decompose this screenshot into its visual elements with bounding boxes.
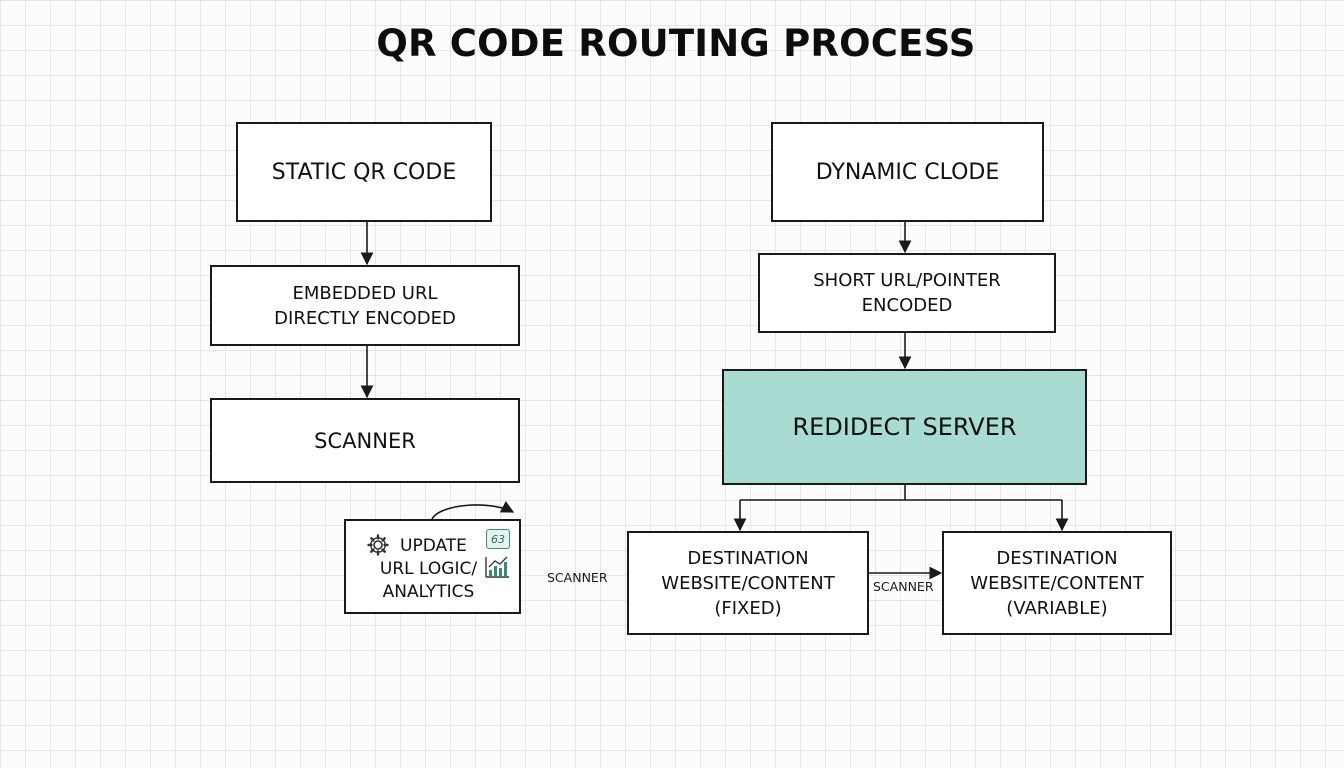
update-line-2: URL LOGIC/ (379, 559, 478, 579)
arrow-update-curve (431, 501, 515, 520)
scanner-label: SCANNER (314, 428, 416, 453)
gear-icon (367, 534, 389, 556)
scanner-edge-label-middle: SCANNER (872, 579, 935, 594)
dynamic-code-label: DYNAMIC CLODE (815, 159, 1000, 185)
update-line-3: ANALYTICS (382, 582, 475, 602)
scanner-edge-label-left: SCANNER (547, 570, 608, 585)
calendar-icon: 63 (486, 529, 510, 549)
short-url-line-1: SHORT URL/POINTER (813, 270, 1001, 291)
embedded-url-line-1: EMBEDDED URL (292, 282, 438, 304)
calendar-badge-text: 63 (491, 532, 505, 546)
scanner-box: SCANNER (210, 398, 520, 483)
static-qr-code-box: STATIC QR CODE (236, 122, 492, 222)
redirect-server-box: REDIDECT SERVER (722, 369, 1087, 485)
update-line-1: UPDATE (400, 536, 467, 556)
dest-fixed-line-2: WEBSITE/CONTENT (661, 572, 835, 594)
diagram-title: QR CODE ROUTING PROCESS (376, 22, 976, 65)
destination-fixed-box: DESTINATION WEBSITE/CONTENT (FIXED) (627, 531, 869, 635)
embedded-url-line-2: DIRECTLY ENCODED (274, 307, 456, 329)
dest-variable-line-1: DESTINATION (996, 547, 1118, 569)
update-logic-box: 63 UPDATE URL LOGIC/ ANALYTICS (344, 519, 521, 614)
embedded-url-box: EMBEDDED URL DIRECTLY ENCODED (210, 265, 520, 346)
short-url-box: SHORT URL/POINTER ENCODED (758, 253, 1056, 333)
destination-variable-box: DESTINATION WEBSITE/CONTENT (VARIABLE) (942, 531, 1172, 635)
redirect-server-label: REDIDECT SERVER (792, 413, 1017, 441)
dest-fixed-line-1: DESTINATION (687, 547, 809, 569)
analytics-chart-icon (485, 556, 509, 578)
short-url-line-2: ENCODED (861, 295, 953, 316)
dest-fixed-line-3: (FIXED) (714, 597, 782, 619)
static-qr-code-label: STATIC QR CODE (271, 159, 457, 185)
dest-variable-line-3: (VARIABLE) (1006, 597, 1108, 619)
dynamic-code-box: DYNAMIC CLODE (771, 122, 1044, 222)
dest-variable-line-2: WEBSITE/CONTENT (970, 572, 1144, 594)
